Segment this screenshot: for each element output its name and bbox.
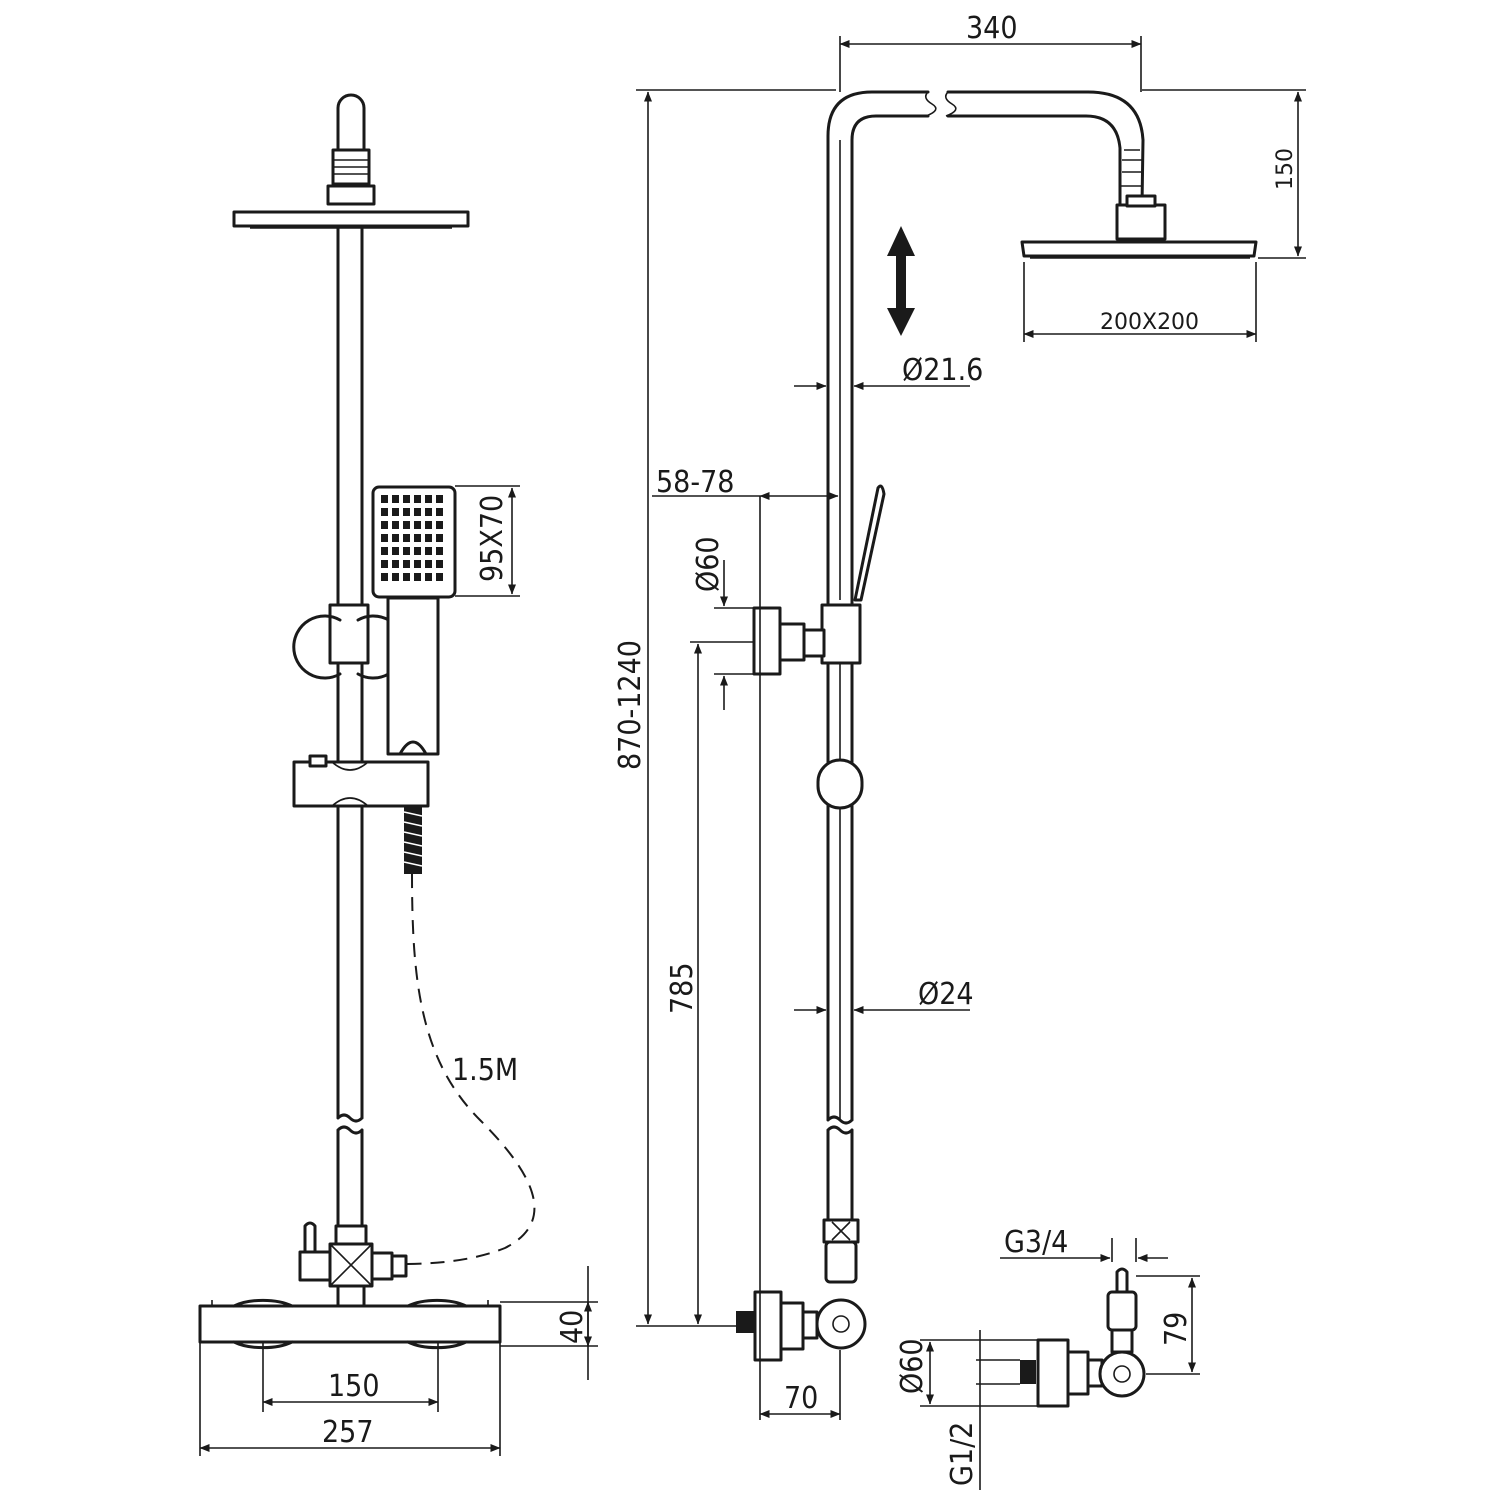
inlet-dimensions: G3/4 79 Ø60 G1/2 [895,1225,1200,1490]
nozzle [425,547,432,555]
front-dimensions: 95X70 40 150 257 [199,485,598,1456]
nozzle [425,573,432,581]
side-shower-head [1020,240,1258,258]
side-view [736,90,1258,1362]
inlet-centres-label: 150 [328,1369,380,1404]
front-lower-riser [336,661,364,1228]
head-size-label: 200X200 [1100,310,1199,335]
nozzle [403,508,410,516]
nozzle [392,547,399,555]
side-head-connector [1115,203,1167,241]
side-riser-inner [850,114,1122,607]
head-drop-label: 150 [1273,148,1298,190]
front-view: 1.5M [198,93,536,1350]
nozzle [381,508,388,516]
nozzle [403,534,410,542]
nozzle [425,534,432,542]
nozzle [414,573,421,581]
side-dimensions: 340 150 200X200 Ø21.6 58-78 870-1240 Ø60… [613,11,1306,1420]
valve-width-label: 257 [322,1415,374,1450]
detail-wall-thread [1020,1360,1036,1384]
riser-height-label: 785 [665,962,700,1014]
side-valve-outlet [815,1298,867,1350]
nozzle [436,534,443,542]
nozzle [403,521,410,529]
side-riser-outer [826,90,1145,624]
nozzle [414,534,421,542]
wall-thread-label: G1/2 [945,1422,980,1486]
valve-height-label: 40 [555,1310,590,1344]
nozzle [381,495,388,503]
hose-length-label: 1.5M [452,1053,518,1088]
nozzle [425,521,432,529]
nozzle [392,521,399,529]
nozzle [381,573,388,581]
handset-nozzle-grid [381,495,443,581]
front-hose [399,873,536,1265]
nozzle [425,508,432,516]
inlet-height-label: 79 [1159,1312,1194,1346]
nozzle [425,560,432,568]
nozzle [403,560,410,568]
nozzle [392,495,399,503]
nozzle [403,495,410,503]
double-vertical-arrow-icon [887,226,915,336]
side-slider [820,603,862,665]
nozzle [414,547,421,555]
side-wall-flange [753,1290,783,1362]
wall-projection-label: 70 [784,1381,818,1416]
front-shower-arm [336,93,366,152]
nozzle [381,547,388,555]
lower-riser-diameter-label: Ø24 [918,977,974,1012]
nozzle [381,534,388,542]
front-upper-riser [336,224,364,607]
adjust-range-label: 58-78 [656,465,734,500]
nozzle [392,534,399,542]
nozzle [414,495,421,503]
nozzle [436,560,443,568]
detail-wall-flange [1036,1338,1070,1408]
nozzle [436,547,443,555]
front-valve-body [198,1304,502,1344]
upper-riser-diameter-label: Ø21.6 [902,353,983,388]
nozzle [436,573,443,581]
nozzle [392,573,399,581]
nozzle [392,508,399,516]
side-hand-shower [853,484,886,602]
nozzle [392,560,399,568]
front-hand-shower-handle [386,596,440,756]
nozzle [436,508,443,516]
front-valve-right-knob [406,1298,468,1350]
front-diverter-top [334,1224,368,1246]
nozzle [414,560,421,568]
nozzle [414,508,421,516]
total-height-label: 870-1240 [613,640,648,770]
front-handset-bracket [292,760,430,808]
nozzle [381,560,388,568]
side-wall-thread [736,1311,754,1333]
handset-size-label: 95X70 [475,495,510,582]
inlet-detail [1020,1267,1146,1408]
arm-length-label: 340 [966,11,1018,46]
front-shower-head [232,210,470,228]
nozzle [381,521,388,529]
nozzle [403,547,410,555]
nozzle [436,495,443,503]
front-head-connector [326,184,376,206]
side-bracket-knob [816,758,864,810]
detail-valve-outlet [1098,1350,1146,1398]
nozzle [436,521,443,529]
nozzle [425,495,432,503]
nozzle [403,573,410,581]
inlet-thread-label: G3/4 [1004,1225,1068,1260]
front-slider [328,603,370,665]
nozzle [414,521,421,529]
inlet-flange-label: Ø60 [895,1338,930,1394]
flange-diameter-label: Ø60 [691,536,726,592]
